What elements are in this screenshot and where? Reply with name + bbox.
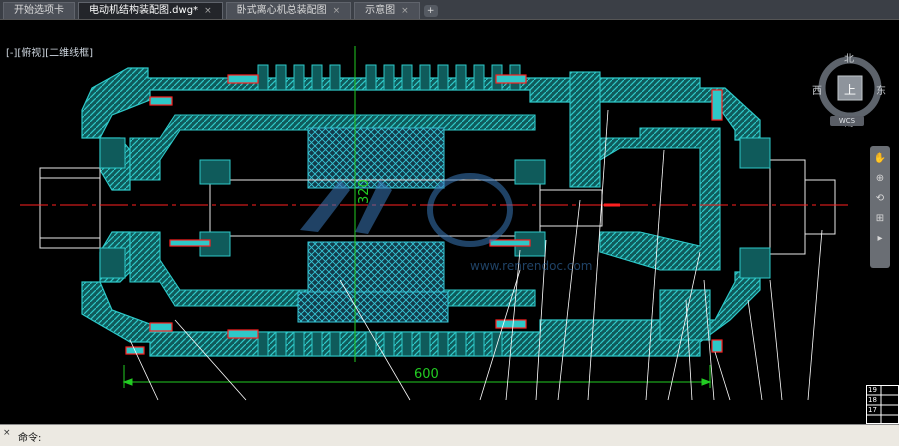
watermark-logo: www.renrendoc.com: [300, 173, 592, 273]
navigation-bar: ✋ ⊕ ⟲ ⊞ ▸: [870, 146, 890, 268]
height-dimension: 320: [357, 179, 372, 204]
close-icon[interactable]: ×: [332, 6, 341, 16]
leader-lines: [129, 109, 823, 401]
zoom-icon[interactable]: ⊕: [875, 173, 885, 184]
extents-icon[interactable]: ⊞: [875, 213, 885, 224]
command-line[interactable]: × 命令:: [0, 424, 899, 446]
tab-centrifuge-assembly[interactable]: 卧式离心机总装配图 ×: [225, 2, 352, 19]
compass-north[interactable]: 北: [844, 54, 854, 65]
cooling-fins-top: [257, 64, 521, 91]
rotor-shaft: [39, 159, 836, 255]
bolts: [125, 74, 723, 355]
orbit-icon[interactable]: ⟲: [875, 193, 885, 204]
tab-label: 卧式离心机总装配图: [236, 5, 327, 16]
viewcube[interactable]: 北 南 东 西 上: [812, 48, 888, 148]
watermark-text: www.renrendoc.com: [470, 259, 592, 273]
document-tab-bar: 开始选项卡 电动机结构装配图.dwg* × 卧式离心机总装配图 × 示意图 × +: [0, 0, 899, 20]
viewcube-top-face[interactable]: 上: [844, 83, 857, 97]
dimension-lines: [122, 46, 712, 388]
stator-core: [297, 127, 449, 323]
command-prompt: 命令:: [18, 433, 42, 444]
pan-icon[interactable]: ✋: [873, 153, 887, 164]
part-number: 18: [868, 396, 877, 404]
tab-label: 电动机结构装配图.dwg*: [89, 5, 199, 16]
close-icon[interactable]: ×: [401, 6, 409, 16]
wcs-menu[interactable]: WCS: [830, 116, 864, 126]
bearings: [99, 137, 771, 279]
tab-start[interactable]: 开始选项卡: [3, 2, 75, 19]
tab-schematic[interactable]: 示意图 ×: [354, 2, 420, 19]
part-number: 19: [868, 386, 877, 394]
parts-table: 19 18 17: [866, 385, 899, 424]
motor-drawing: 320 600 www.renrendoc.com: [20, 46, 850, 401]
close-icon[interactable]: ×: [204, 6, 212, 16]
part-number: 17: [868, 406, 877, 414]
compass-east[interactable]: 东: [876, 86, 886, 97]
compass-west[interactable]: 西: [812, 86, 822, 97]
tab-label: 示意图: [365, 5, 396, 16]
new-tab-button[interactable]: +: [423, 5, 438, 17]
length-dimension: 600: [414, 367, 439, 382]
tab-motor-assembly[interactable]: 电动机结构装配图.dwg* ×: [78, 2, 223, 19]
tab-label: 开始选项卡: [14, 5, 64, 16]
viewport-controls[interactable]: [-][俯视][二维线框]: [6, 48, 94, 59]
drawing-canvas[interactable]: 320 600 www.renrendoc.com [-][俯视][二维线框] …: [0, 20, 899, 424]
showmotion-icon[interactable]: ▸: [877, 233, 883, 244]
close-icon[interactable]: ×: [3, 428, 11, 438]
